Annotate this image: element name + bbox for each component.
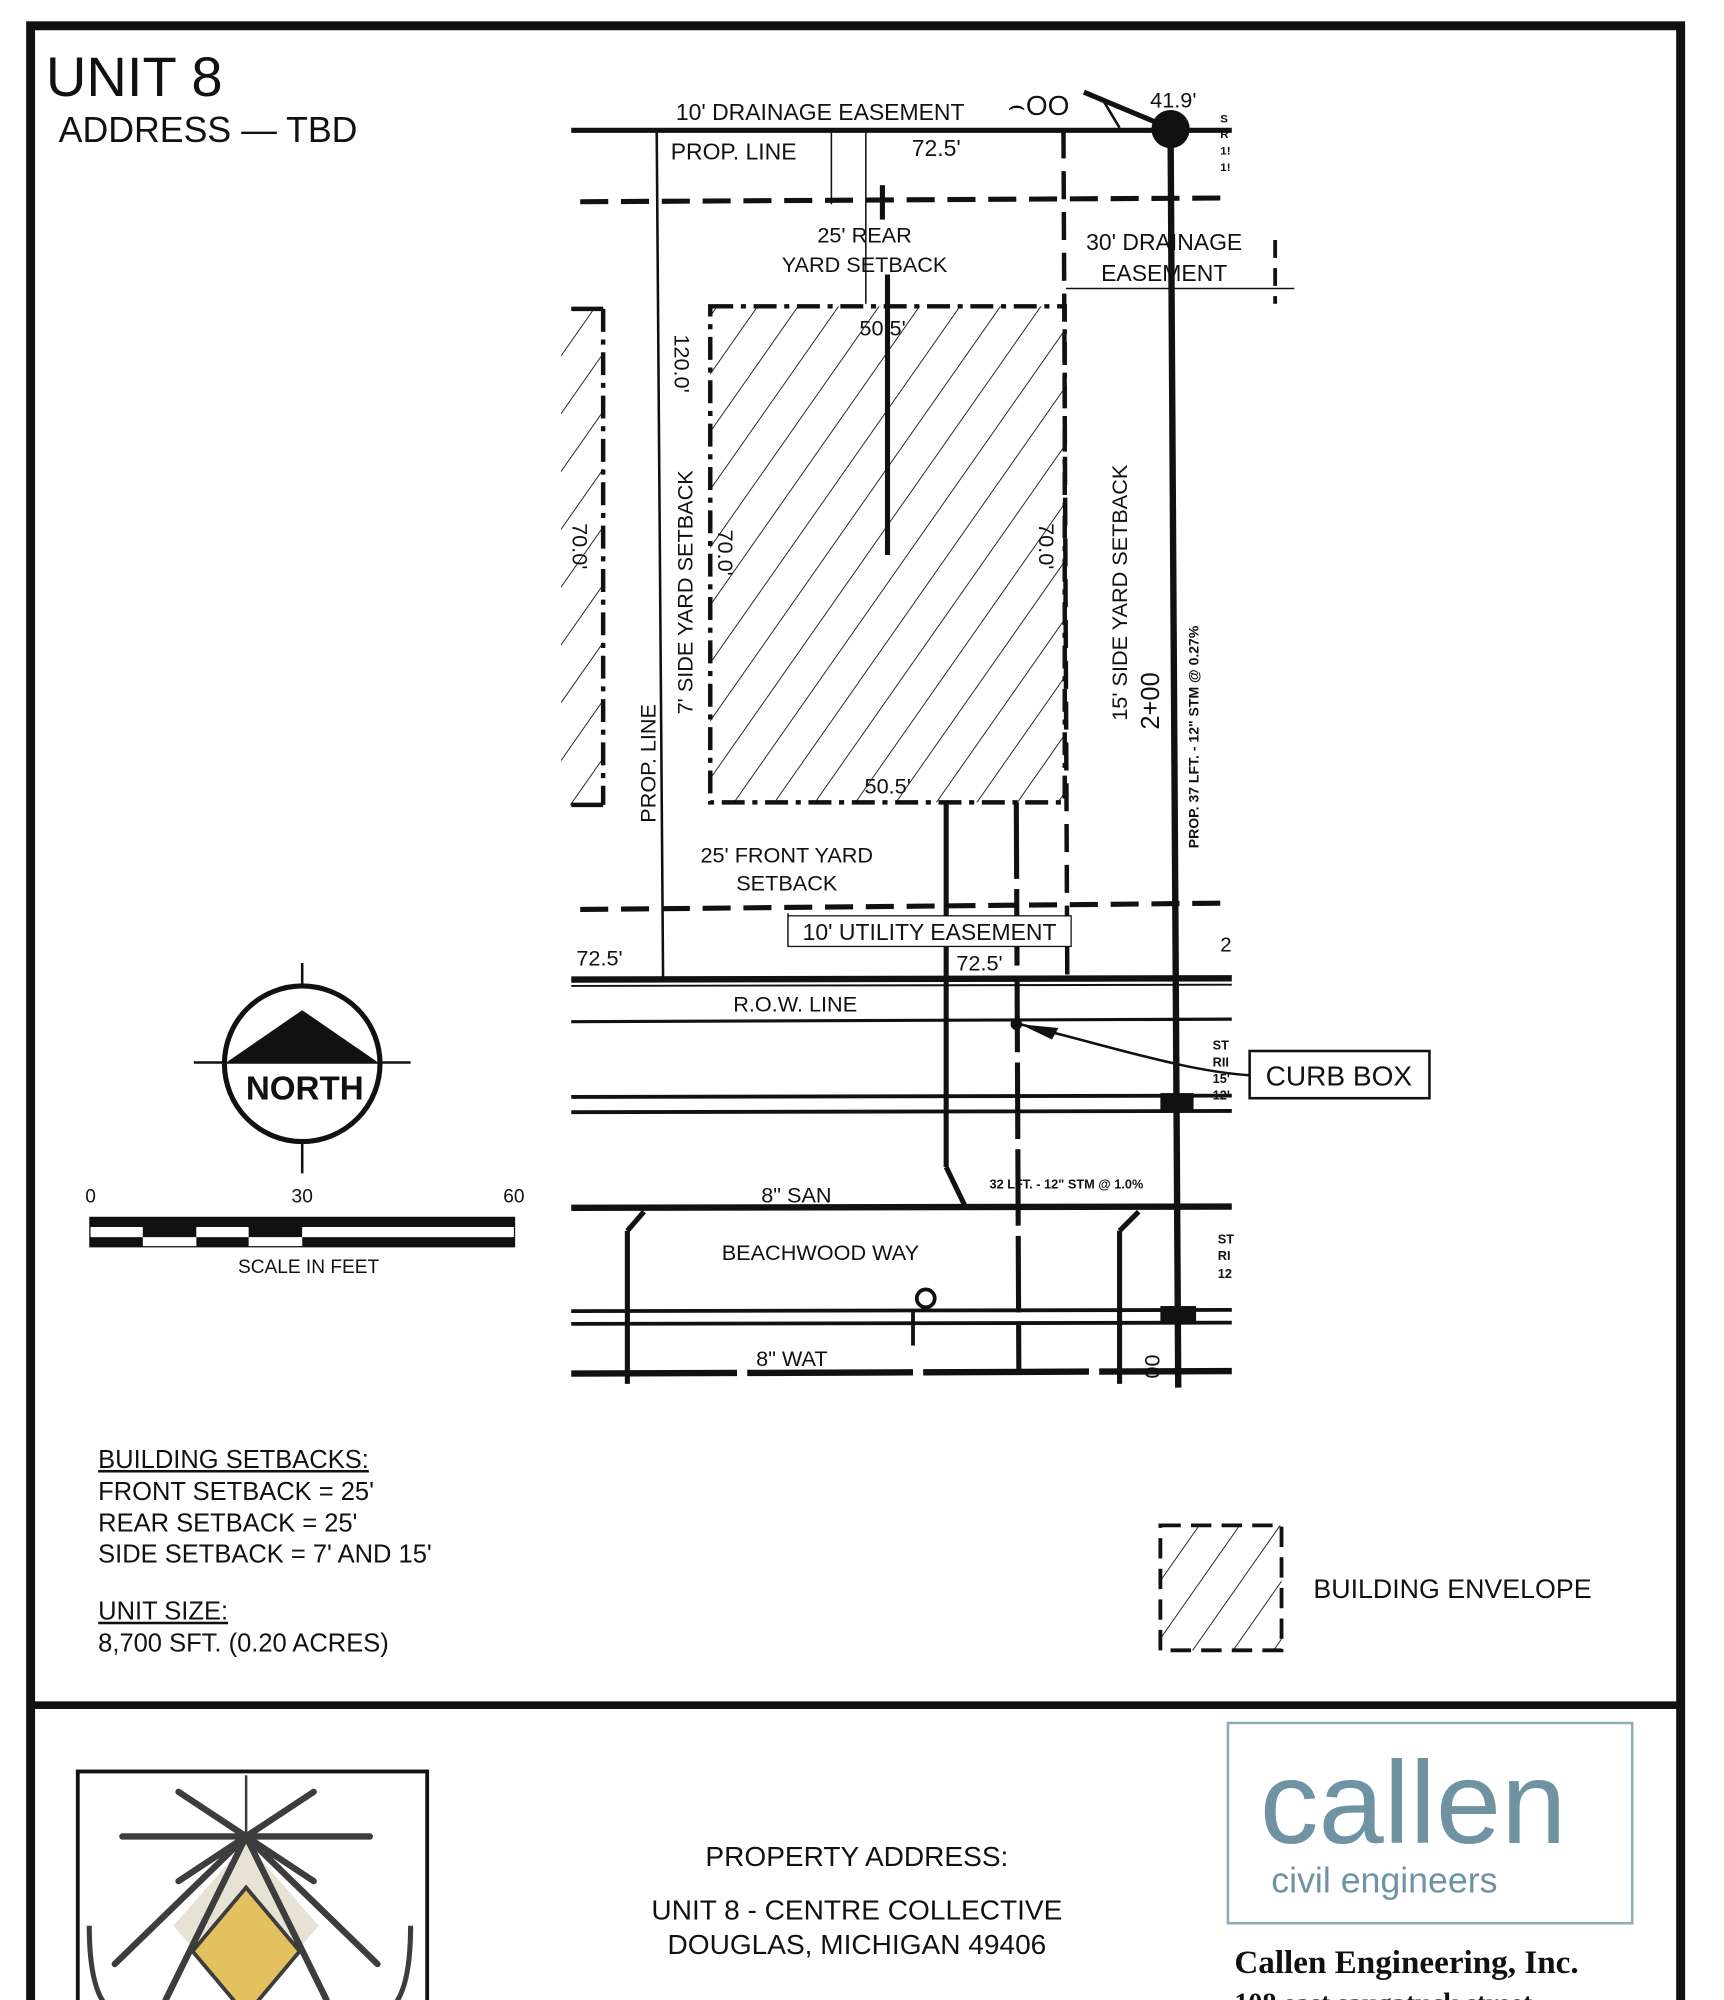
- svg-text:72.5': 72.5': [912, 135, 961, 161]
- svg-text:⌢OO: ⌢OO: [1007, 90, 1069, 121]
- svg-text:72.5': 72.5': [576, 946, 622, 971]
- svg-text:BUILDING SETBACKS:: BUILDING SETBACKS:: [98, 1446, 369, 1474]
- svg-text:callen: callen: [1260, 1737, 1566, 1868]
- svg-text:REAR SETBACK = 25': REAR SETBACK = 25': [98, 1510, 357, 1538]
- svg-text:S: S: [1220, 114, 1228, 126]
- svg-text:R: R: [1220, 129, 1229, 141]
- svg-text:25' REAR: 25' REAR: [817, 223, 911, 248]
- svg-text:2+00: 2+00: [1137, 672, 1165, 729]
- svg-text:CURB BOX: CURB BOX: [1266, 1060, 1413, 1091]
- property-address-block: PROPERTY ADDRESS: UNIT 8 - CENTRE COLLEC…: [651, 1841, 1062, 1960]
- svg-text:12': 12': [1213, 1087, 1230, 1102]
- svg-text:EASEMENT: EASEMENT: [1101, 260, 1227, 286]
- north-arrow-icon: NORTH: [193, 963, 411, 1174]
- svg-text:7' SIDE YARD SETBACK: 7' SIDE YARD SETBACK: [672, 470, 697, 715]
- svg-text:FRONT SETBACK = 25': FRONT SETBACK = 25': [98, 1478, 374, 1506]
- svg-text:10' DRAINAGE EASEMENT: 10' DRAINAGE EASEMENT: [676, 99, 965, 125]
- sheet-border: [26, 21, 1686, 2000]
- svg-text:8" WAT: 8" WAT: [756, 1346, 827, 1371]
- svg-text:civil engineers: civil engineers: [1271, 1861, 1497, 1901]
- manhole-icon: [1151, 109, 1190, 149]
- svg-text:8" SAN: 8" SAN: [761, 1183, 831, 1208]
- svg-text:50.5': 50.5': [865, 773, 911, 798]
- svg-text:DOUGLAS, MICHIGAN 49406: DOUGLAS, MICHIGAN 49406: [668, 1929, 1047, 1960]
- svg-text:60: 60: [503, 1187, 524, 1208]
- svg-text:30: 30: [292, 1187, 313, 1208]
- curb-box-marker: [1010, 1018, 1023, 1030]
- svg-text:RII: RII: [1213, 1054, 1229, 1069]
- svg-text:ST: ST: [1213, 1038, 1230, 1053]
- neighbor-envelope: [561, 308, 604, 805]
- svg-text:ST: ST: [1218, 1232, 1235, 1247]
- svg-text:00: 00: [1140, 1354, 1165, 1378]
- svg-text:R.O.W. LINE: R.O.W. LINE: [733, 991, 857, 1016]
- svg-text:1!: 1!: [1220, 162, 1230, 174]
- svg-text:70.0': 70.0': [1034, 523, 1059, 569]
- engineer-name: Callen Engineering, Inc.: [1234, 1944, 1578, 1981]
- setback-notes: BUILDING SETBACKS: FRONT SETBACK = 25' R…: [98, 1446, 432, 1658]
- svg-text:BUILDING ENVELOPE: BUILDING ENVELOPE: [1313, 1574, 1591, 1604]
- svg-text:8,700 SFT. (0.20 ACRES): 8,700 SFT. (0.20 ACRES): [98, 1630, 389, 1658]
- svg-text:12: 12: [1218, 1266, 1232, 1281]
- sheet-title: UNIT 8: [46, 45, 223, 108]
- svg-text:120.0': 120.0': [670, 334, 695, 392]
- engineer-logo: callen civil engineers: [1226, 1721, 1634, 1925]
- svg-text:YARD SETBACK: YARD SETBACK: [782, 252, 948, 277]
- svg-text:BEACHWOOD WAY: BEACHWOOD WAY: [722, 1240, 919, 1265]
- svg-text:50.5': 50.5': [859, 316, 905, 341]
- engineer-address: 108 east saugatuck street: [1234, 1988, 1532, 2000]
- svg-text:SETBACK: SETBACK: [736, 870, 838, 895]
- svg-text:SIDE SETBACK = 7' AND 15': SIDE SETBACK = 7' AND 15': [98, 1540, 432, 1568]
- scale-bar: 0 30 60 SCALE IN FEET: [85, 1187, 524, 1278]
- svg-text:30' DRAINAGE: 30' DRAINAGE: [1086, 229, 1242, 255]
- svg-text:15' SIDE YARD SETBACK: 15' SIDE YARD SETBACK: [1107, 464, 1132, 721]
- svg-text:RI: RI: [1218, 1248, 1231, 1263]
- curb-box-callout: CURB BOX: [1248, 1049, 1431, 1100]
- svg-text:0: 0: [85, 1187, 96, 1208]
- svg-text:PROPERTY ADDRESS:: PROPERTY ADDRESS:: [705, 1841, 1008, 1872]
- svg-text:10' UTILITY EASEMENT: 10' UTILITY EASEMENT: [803, 919, 1057, 945]
- plan-labels: 10' DRAINAGE EASEMENT ⌢OO 41.9' PROP. LI…: [568, 87, 1243, 1378]
- svg-text:41.9': 41.9': [1150, 87, 1196, 112]
- legend-building-envelope: BUILDING ENVELOPE: [1158, 1523, 1592, 1653]
- svg-text:PROP. LINE: PROP. LINE: [671, 139, 797, 165]
- svg-text:NORTH: NORTH: [246, 1070, 364, 1107]
- svg-text:2: 2: [1220, 935, 1231, 957]
- svg-text:UNIT 8 - CENTRE COLLECTIVE: UNIT 8 - CENTRE COLLECTIVE: [651, 1894, 1062, 1925]
- svg-text:PROP. 37 LFT. - 12" STM @ 0.27: PROP. 37 LFT. - 12" STM @ 0.27%: [1186, 625, 1202, 848]
- svg-text:72.5': 72.5': [956, 951, 1002, 976]
- svg-text:1!: 1!: [1220, 146, 1230, 158]
- hydrant-icon: [914, 1287, 937, 1310]
- svg-text:25' FRONT YARD: 25' FRONT YARD: [700, 842, 873, 867]
- svg-text:UNIT SIZE:: UNIT SIZE:: [98, 1598, 228, 1626]
- svg-text:PROP. LINE: PROP. LINE: [635, 704, 660, 823]
- sheet-address: ADDRESS — TBD: [59, 110, 358, 150]
- svg-text:15': 15': [1213, 1071, 1230, 1086]
- svg-text:SCALE IN FEET: SCALE IN FEET: [238, 1257, 380, 1278]
- project-logo: [75, 1769, 430, 2000]
- svg-text:70.0': 70.0': [568, 523, 593, 569]
- svg-text:32 LFT. - 12" STM @ 1.0%: 32 LFT. - 12" STM @ 1.0%: [990, 1177, 1144, 1192]
- svg-text:70.0': 70.0': [713, 529, 738, 575]
- site-plan: [561, 89, 1295, 1388]
